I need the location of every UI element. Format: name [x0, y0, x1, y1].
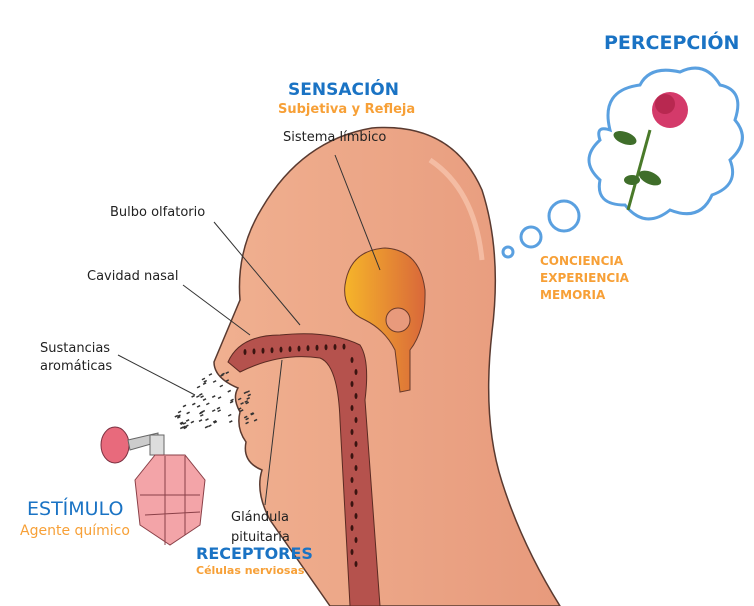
spray-particle [199, 394, 202, 396]
spray-particle [228, 414, 231, 416]
spray-particle [206, 403, 209, 405]
receptor-dot [351, 357, 354, 363]
spray-particle [203, 399, 206, 401]
receptor-dot [355, 369, 358, 375]
spray-particle [191, 421, 194, 423]
spray-particle [213, 381, 216, 383]
receptor-dot [355, 417, 358, 423]
label-line: aromáticas [40, 358, 112, 376]
spray-particle [192, 396, 195, 398]
spray-particle [217, 407, 220, 409]
receptor-dot [244, 349, 247, 355]
receptor-dot [355, 465, 358, 471]
receptor-dot [289, 346, 292, 352]
receptor-dot [355, 489, 358, 495]
label-line: Glándula [231, 508, 290, 528]
receptor-dot [343, 344, 346, 350]
spray-particle [183, 405, 186, 407]
spray-particle [186, 420, 189, 422]
spray-particle [220, 385, 223, 387]
thought-bubble [503, 68, 742, 257]
receptor-dot [351, 501, 354, 507]
spray-particle [201, 396, 204, 398]
receptor-dot [351, 405, 354, 411]
receptor-dot [355, 393, 358, 399]
receptor-dot [334, 344, 337, 350]
percepcion-items: CONCIENCIA EXPERIENCIA MEMORIA [540, 253, 629, 304]
receptor-dot [262, 348, 265, 354]
spray-particle [199, 420, 202, 422]
spray-particle [209, 374, 212, 376]
item-memoria: MEMORIA [540, 287, 629, 304]
spray-particle [196, 396, 199, 398]
receptores-title: RECEPTORES [196, 544, 313, 563]
label-line: Sustancias [40, 340, 112, 358]
receptores-subtitle: Células nerviosas [196, 564, 304, 577]
spray-particle [208, 425, 211, 427]
spray-particle [204, 381, 207, 383]
item-experiencia: EXPERIENCIA [540, 270, 629, 287]
spray-particle [212, 396, 215, 398]
receptor-dot [316, 345, 319, 351]
spray-particle [205, 426, 208, 428]
estimulo-subtitle: Agente químico [20, 523, 130, 539]
receptor-dot [351, 429, 354, 435]
receptor-dot [271, 347, 274, 353]
label-sustancias-aromaticas: Sustancias aromáticas [40, 340, 112, 376]
spray-particle [231, 399, 234, 401]
receptor-dot [253, 348, 256, 354]
spray-particle [218, 397, 221, 399]
spray-particle [205, 419, 208, 421]
receptor-dot [355, 513, 358, 519]
spray-particle [197, 406, 200, 408]
receptor-dot [355, 537, 358, 543]
receptor-dot [307, 345, 310, 351]
spray-particle [187, 412, 190, 414]
spray-particle [218, 410, 221, 412]
label-glandula-pituitaria: Glándula pituitaria [231, 508, 290, 548]
spray-particle [228, 390, 231, 392]
receptor-dot [355, 561, 358, 567]
percepcion-title: PERCEPCIÓN [604, 32, 739, 54]
spray-particle [230, 401, 233, 403]
receptor-dot [298, 346, 301, 352]
spray-particle [178, 411, 181, 413]
spray-particle [192, 403, 195, 405]
receptor-dot [351, 381, 354, 387]
sensacion-subtitle: Subjetiva y Refleja [278, 102, 415, 117]
receptor-dot [325, 344, 328, 350]
spray-particle [175, 415, 178, 417]
label-bulbo-olfatorio: Bulbo olfatorio [110, 205, 205, 220]
spray-particle [185, 425, 188, 427]
label-sistema-limbico: Sistema límbico [283, 130, 386, 145]
receptor-dot [351, 453, 354, 459]
spray-particle [212, 410, 215, 412]
item-conciencia: CONCIENCIA [540, 253, 629, 270]
receptor-dot [351, 525, 354, 531]
label-cavidad-nasal: Cavidad nasal [87, 269, 179, 284]
estimulo-title: ESTÍMULO [27, 498, 123, 520]
spray-particle [229, 421, 232, 423]
spray-particle [203, 383, 206, 385]
sensacion-title: SENSACIÓN [288, 80, 399, 100]
receptor-dot [280, 347, 283, 353]
receptor-dot [355, 441, 358, 447]
receptor-dot [351, 549, 354, 555]
spray-particle [200, 415, 203, 417]
receptor-dot [351, 477, 354, 483]
spray-particle [202, 411, 205, 413]
spray-particle [202, 378, 205, 380]
spray-particle [197, 386, 200, 388]
